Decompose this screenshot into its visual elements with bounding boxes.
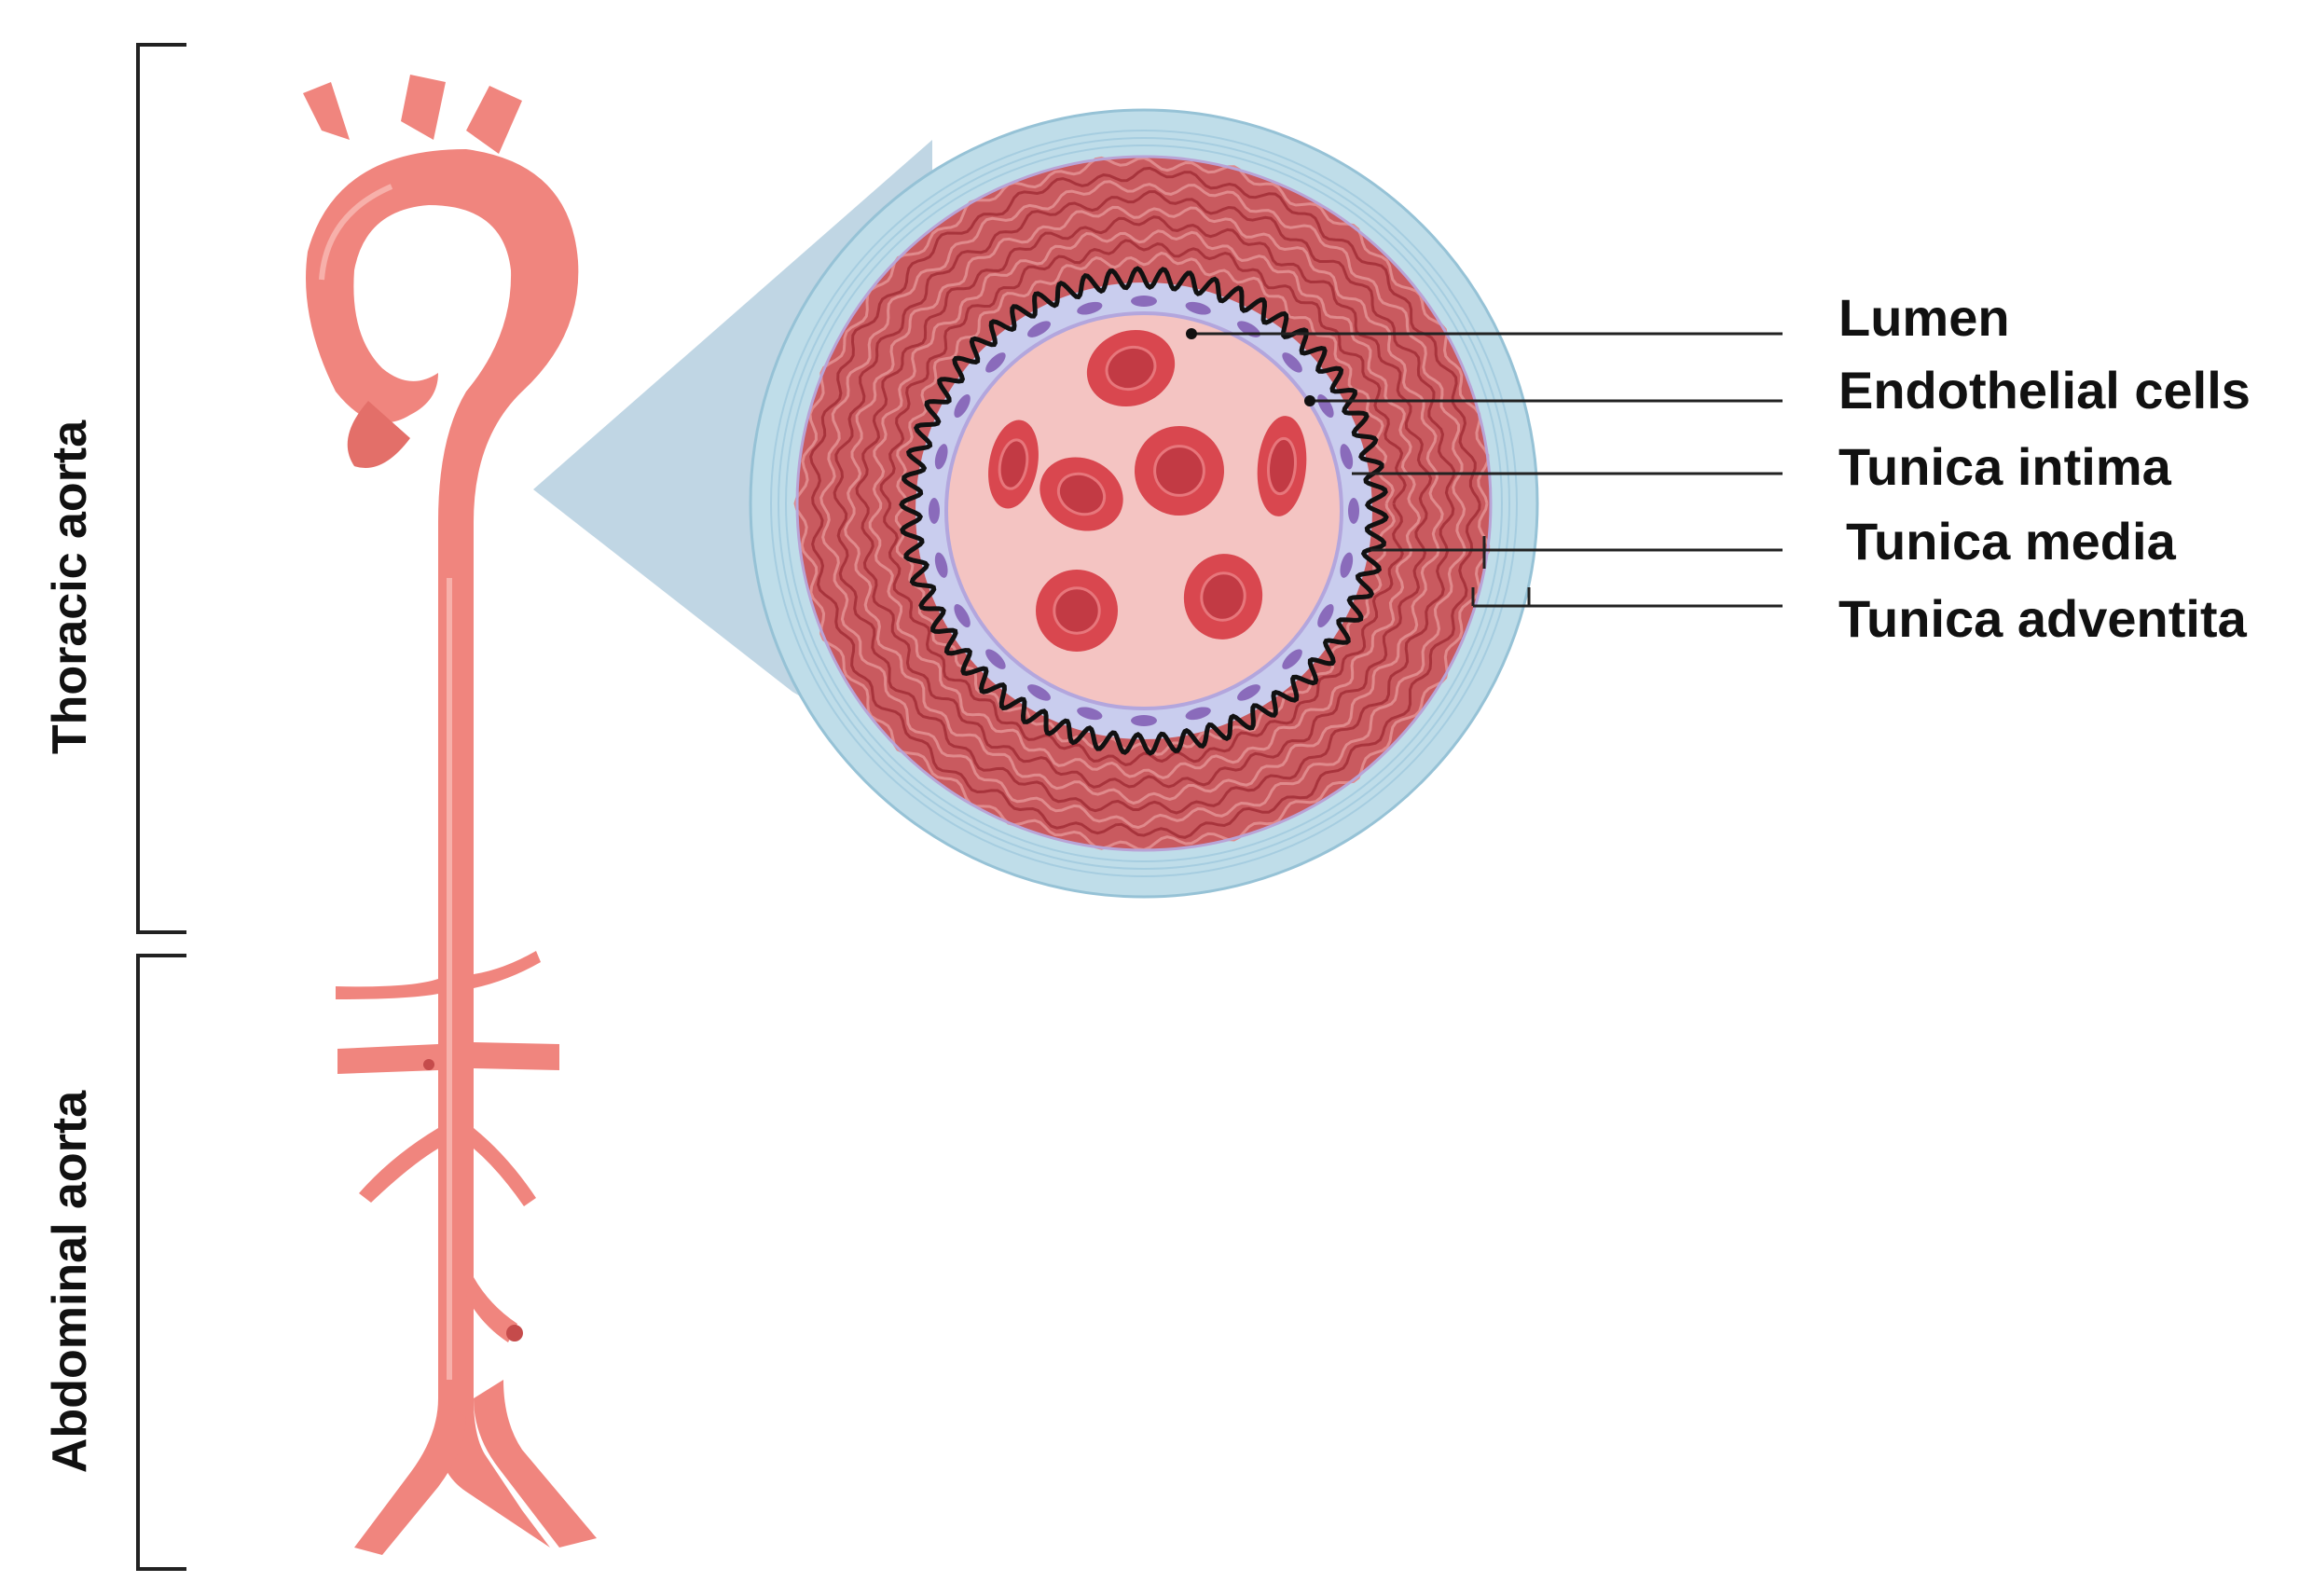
- endothelial-cell: [1077, 707, 1103, 721]
- leader-adventitia: [1471, 587, 1783, 608]
- red-blood-cell: [1135, 426, 1224, 516]
- media-fiber-line: [819, 180, 1466, 830]
- endothelial-cell: [985, 649, 1006, 669]
- media-fiber-line: [879, 239, 1407, 766]
- label-tunica-adventitia: Tunica adventita: [1838, 589, 2248, 648]
- endothelial-cell: [929, 498, 940, 524]
- lumen-pointer-dot: [1186, 328, 1197, 339]
- endothelial-cell: [1027, 684, 1051, 701]
- media-fiber-line: [809, 166, 1481, 839]
- media-fiber-line: [868, 229, 1422, 779]
- red-blood-cells: [988, 329, 1307, 652]
- leader-lines: [1186, 328, 1783, 608]
- red-blood-cell: [1086, 329, 1176, 407]
- red-blood-cell: [988, 420, 1039, 509]
- endothelial-cell: [1185, 707, 1211, 721]
- leader-media: [1370, 536, 1783, 569]
- abdominal-aorta-label: Abdominal aorta: [43, 1090, 97, 1473]
- thoracic-aorta-label: Thoracic aorta: [43, 420, 97, 754]
- endothelial-cell: [1027, 321, 1051, 337]
- endothelial-cell: [954, 604, 971, 627]
- media-fiber-line: [844, 205, 1444, 805]
- endothelial-cell: [934, 444, 948, 470]
- aorta-vessel: [303, 75, 597, 1555]
- endothelial-cell: [934, 552, 948, 578]
- endothelial-cell: [1237, 684, 1260, 701]
- endothelial-pointer-dot: [1304, 395, 1315, 406]
- thoracic-bracket: [136, 43, 186, 934]
- label-lumen: Lumen: [1838, 288, 2010, 347]
- media-fiber-line: [855, 215, 1433, 789]
- endothelial-cell: [1282, 352, 1302, 373]
- red-blood-cell: [1039, 457, 1123, 531]
- media-fiber-line: [833, 190, 1456, 815]
- endothelial-cell-layer: [929, 296, 1359, 726]
- media-fiber-line: [793, 156, 1491, 852]
- endothelial-cell: [1131, 715, 1157, 726]
- internal-elastic-lamina: [899, 266, 1389, 756]
- label-tunica-intima: Tunica intima: [1838, 437, 2172, 496]
- red-blood-cell: [1183, 554, 1263, 640]
- red-blood-cell: [1257, 416, 1307, 516]
- endothelial-cell: [1077, 301, 1103, 315]
- endothelial-cell: [1131, 296, 1157, 307]
- label-tunica-media: Tunica media: [1846, 512, 2177, 571]
- red-blood-cell: [1036, 570, 1118, 652]
- endothelial-cell: [985, 352, 1006, 373]
- endothelial-cell: [1317, 604, 1334, 627]
- endothelial-cell: [1340, 444, 1354, 470]
- endothelial-cell: [1282, 649, 1302, 669]
- endothelial-cell: [1185, 301, 1211, 315]
- endothelial-cell: [954, 394, 971, 418]
- abdominal-bracket: [136, 954, 186, 1571]
- endothelial-cell: [1340, 552, 1354, 578]
- aorta-cross-section: [749, 108, 1539, 899]
- endothelial-cell: [1348, 498, 1359, 524]
- label-endothelial-cells: Endothelial cells: [1838, 361, 2251, 420]
